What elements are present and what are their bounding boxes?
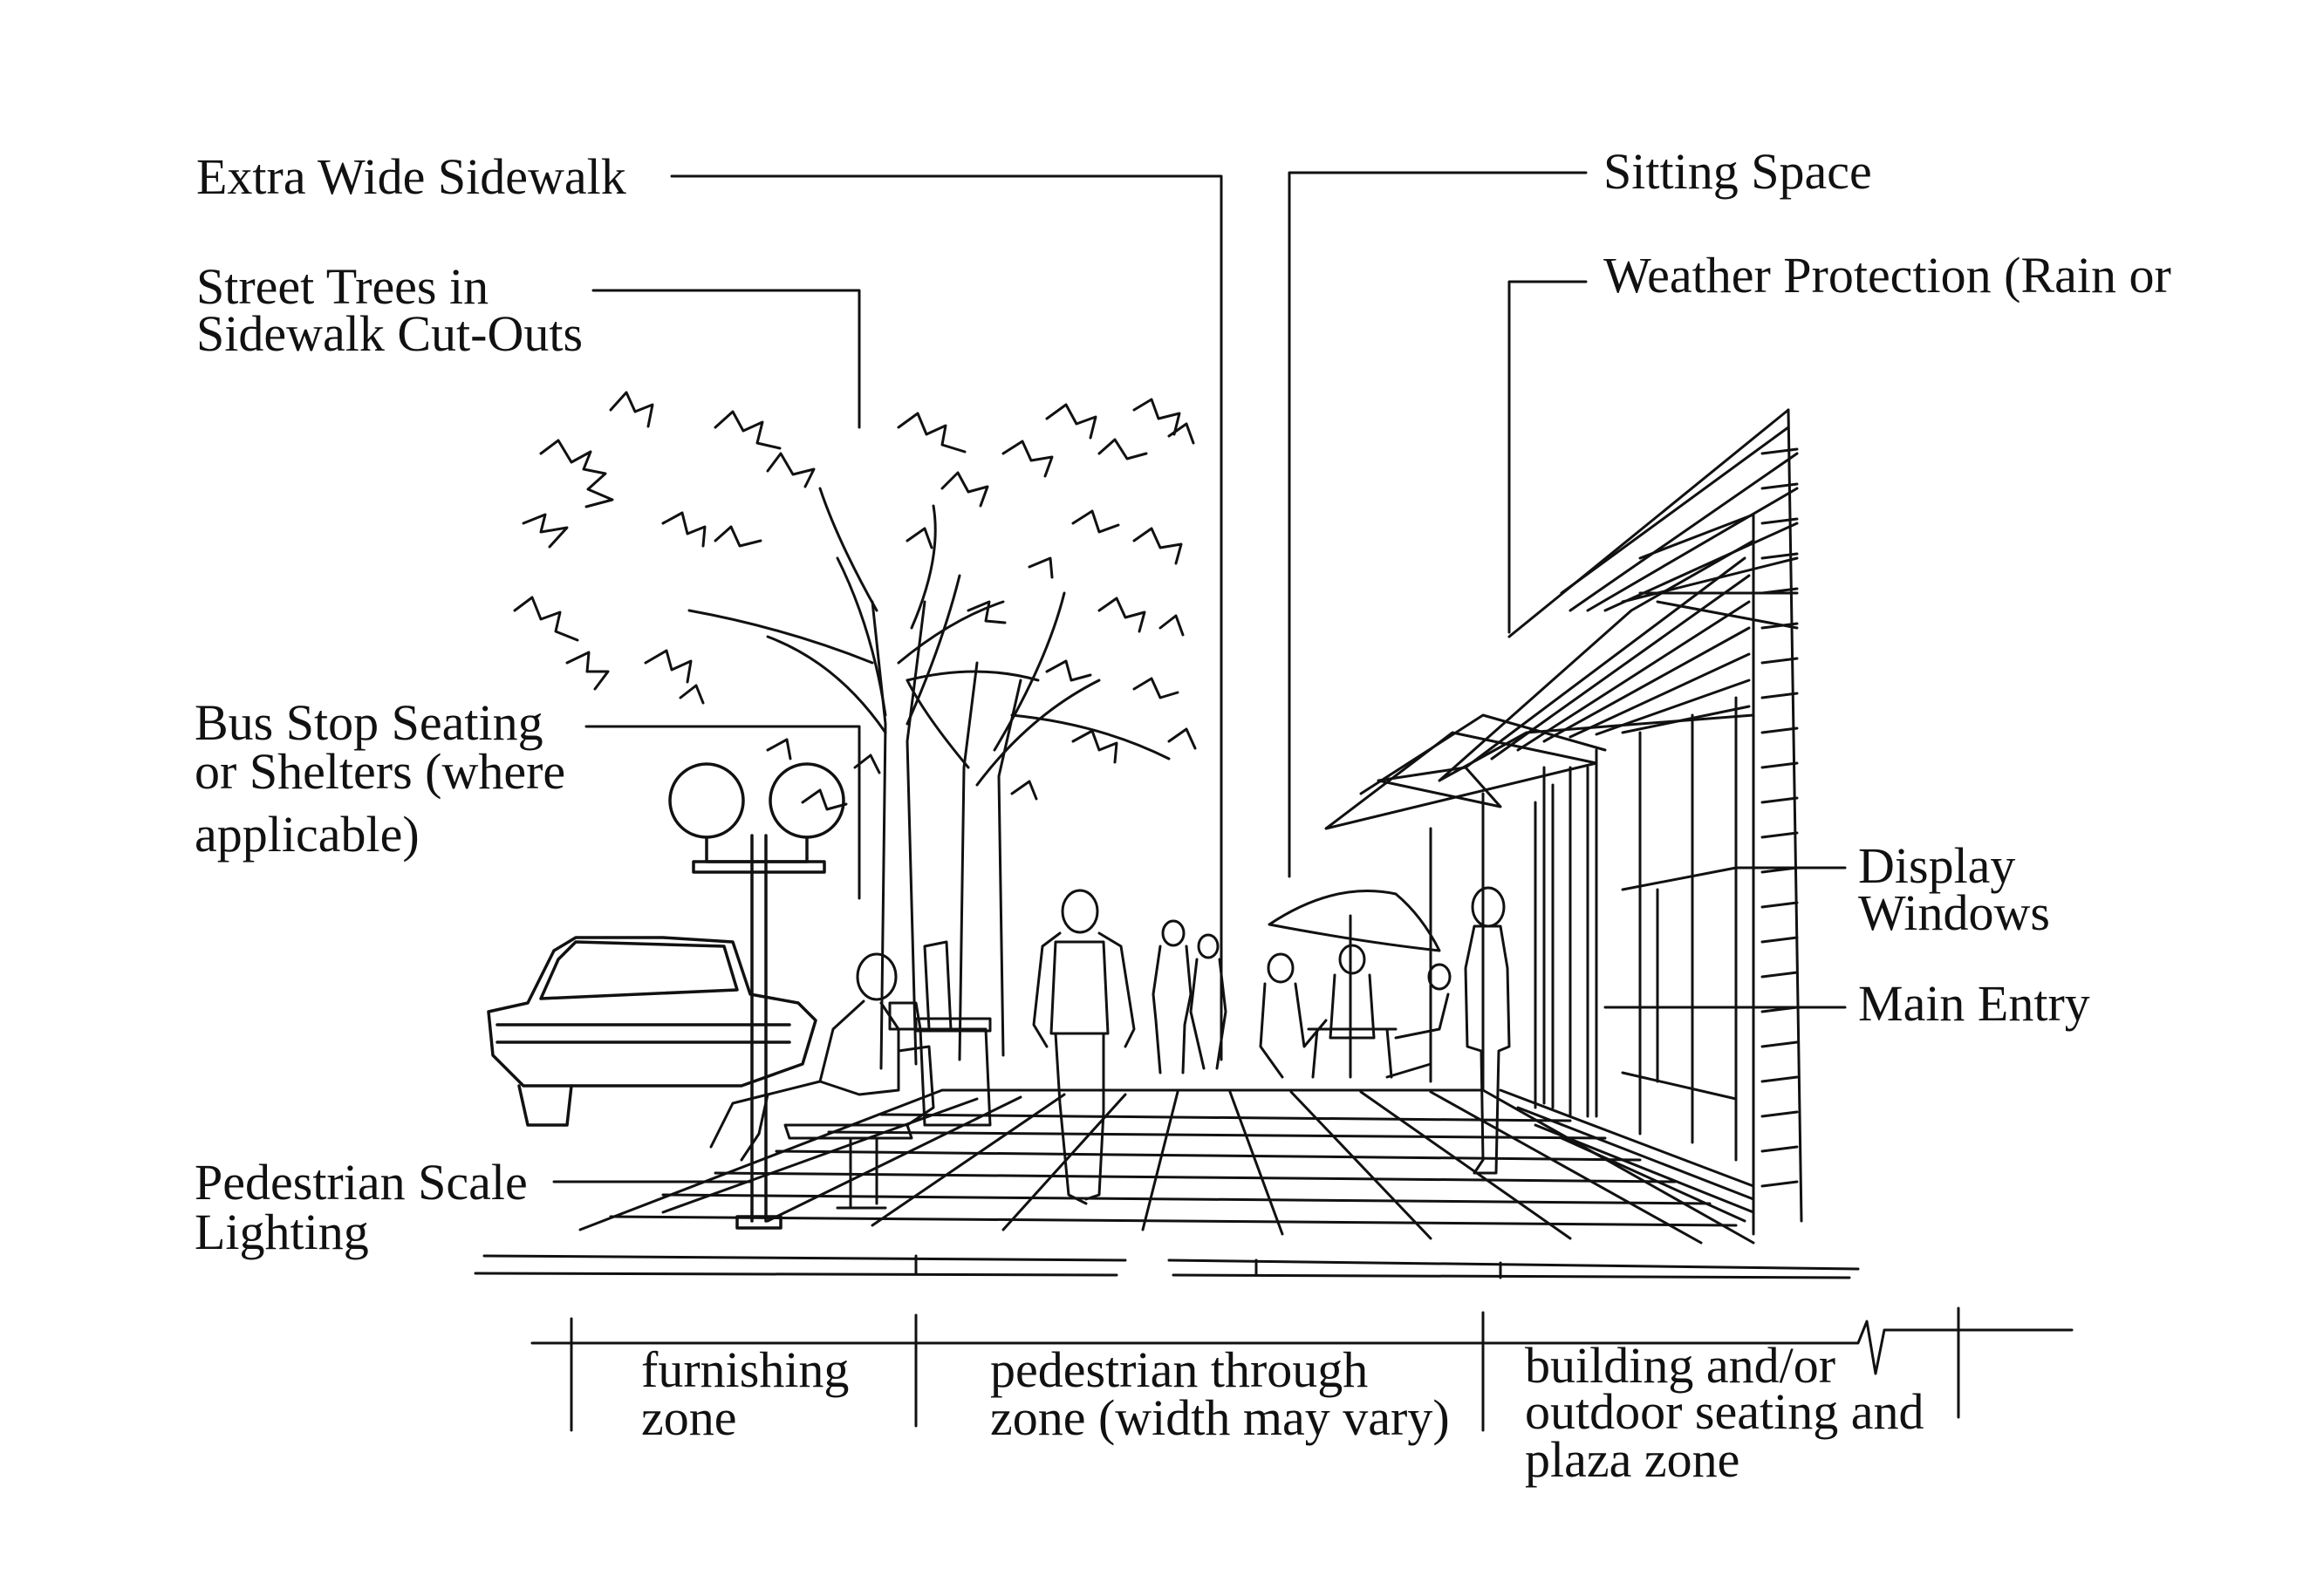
storefront-building: [1326, 410, 1801, 1234]
label-bus-stop-line2: or Shelters (where: [195, 743, 565, 800]
zone-building-line3: plaza zone: [1525, 1431, 1739, 1488]
sidewalk-paving: [475, 1090, 1858, 1278]
zone-labels: furnishing zone pedestrian through zone …: [641, 1337, 1924, 1488]
labels-left: Extra Wide Sidewalk Street Trees in Side…: [195, 148, 626, 1260]
zone-furnishing-line2: zone: [641, 1389, 737, 1446]
labels-right: Sitting Space Weather Protection (Rain o…: [1603, 143, 2171, 1032]
zone-pedestrian-line2: zone (width may vary): [990, 1389, 1450, 1446]
label-pedestrian-lighting-line1: Pedestrian Scale: [195, 1154, 528, 1211]
label-display-windows-line2: Windows: [1858, 884, 2050, 941]
label-street-trees-line2: Sidewalk Cut-Outs: [196, 305, 583, 362]
label-bus-stop-line3: applicable): [195, 806, 420, 863]
leader-lines: [554, 173, 1845, 1182]
label-pedestrian-lighting-line2: Lighting: [195, 1204, 369, 1260]
label-main-entry: Main Entry: [1858, 975, 2090, 1032]
label-weather-protection: Weather Protection (Rain or: [1603, 247, 2171, 304]
label-extra-wide-sidewalk: Extra Wide Sidewalk: [196, 148, 626, 205]
label-sitting-space: Sitting Space: [1603, 143, 1872, 200]
outdoor-cafe-seating: [1261, 891, 1450, 1077]
street-trees-illustration: [515, 392, 1195, 1068]
leader-weather-protection: [1509, 282, 1586, 632]
